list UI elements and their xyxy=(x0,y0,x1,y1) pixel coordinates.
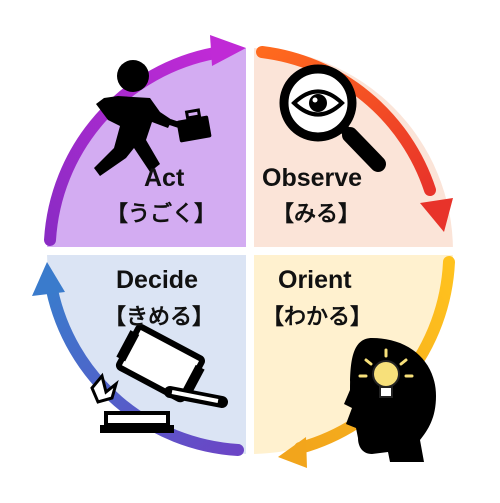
running-businessman-icon xyxy=(94,60,212,176)
observe-subtitle: 【みる】 xyxy=(272,202,360,227)
decide-subtitle: 【きめる】 xyxy=(104,305,214,330)
head-lightbulb-icon xyxy=(344,338,436,462)
orient-subtitle: 【わかる】 xyxy=(262,305,372,330)
quadrant-orient xyxy=(250,251,453,454)
act-subtitle: 【うごく】 xyxy=(106,201,216,227)
arrow-act xyxy=(44,35,246,246)
decide-title: Decide xyxy=(116,266,198,294)
orient-title: Orient xyxy=(278,266,352,294)
arrow-decide xyxy=(32,262,244,456)
gavel-icon xyxy=(90,323,228,433)
arrow-observe xyxy=(256,46,453,232)
act-title: Act xyxy=(144,164,185,192)
magnifying-glass-eye-icon xyxy=(279,64,386,172)
observe-title: Observe xyxy=(262,164,362,192)
